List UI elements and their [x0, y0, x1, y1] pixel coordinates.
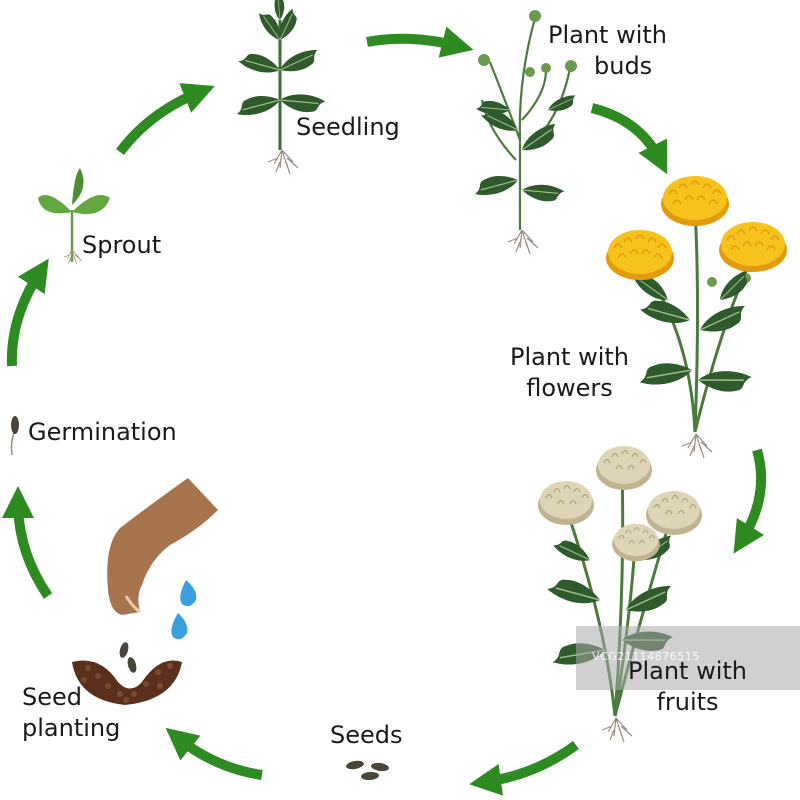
seeds-illustration	[346, 760, 389, 781]
arrow-planting-to-germination	[2, 486, 53, 599]
label-flowers-line1: Plant with	[510, 343, 630, 371]
arrow-germination-to-sprout	[6, 258, 49, 367]
arrow-fruits-to-seeds	[469, 740, 579, 796]
cycle-arrows	[2, 26, 767, 796]
seed-planting-illustration	[72, 478, 218, 705]
seedling-illustration	[233, 0, 327, 175]
watermark-text: VCG21114876515	[592, 650, 700, 663]
arrow-sprout-to-seedling	[116, 83, 215, 156]
label-seed-planting-line2: planting	[22, 714, 121, 742]
budding-plant-illustration	[471, 10, 580, 255]
label-buds-line2: buds	[594, 52, 653, 80]
sprout-illustration	[38, 168, 110, 265]
label-flowers-line2: flowers	[526, 374, 613, 402]
label-seedling: Seedling	[296, 113, 400, 141]
label-fruits-line2: fruits	[656, 688, 719, 716]
label-seeds: Seeds	[330, 721, 403, 749]
label-fruits-line1: Plant with	[628, 657, 748, 685]
arrow-seedling-to-buds	[366, 26, 474, 58]
arrow-flowers-to-fruits	[733, 448, 767, 554]
label-sprout: Sprout	[82, 231, 162, 259]
label-seed-planting: Seed planting	[22, 682, 120, 744]
label-flowers: Plant with flowers	[510, 342, 629, 404]
label-buds-line1: Plant with	[548, 21, 668, 49]
flowering-plant-illustration	[605, 175, 788, 459]
watermark-panel	[576, 626, 800, 690]
label-fruits: Plant with fruits	[628, 656, 747, 718]
arrow-seeds-to-planting	[165, 727, 263, 780]
arrow-buds-to-flowers	[590, 103, 668, 175]
label-buds: Plant with buds	[548, 20, 667, 82]
label-germination: Germination	[28, 418, 177, 446]
fruiting-plant-illustration	[537, 445, 703, 743]
label-seed-planting-line1: Seed	[22, 683, 82, 711]
germination-illustration	[10, 416, 19, 456]
